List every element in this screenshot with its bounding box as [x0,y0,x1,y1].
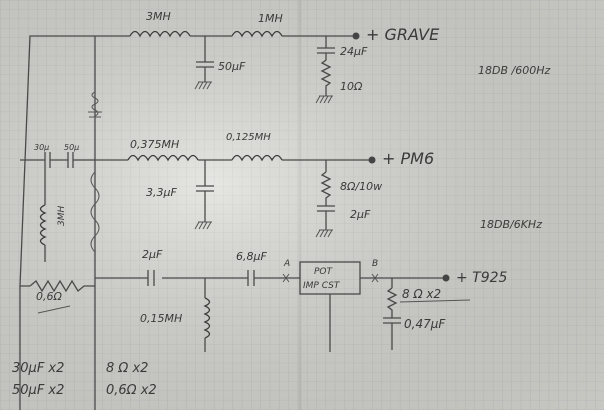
parts-list: 30µF x2 8 Ω x2 50µF x2 0,6Ω x2 [12,361,157,398]
parts-line2-right: 0,6Ω x2 [106,383,157,398]
t925-branch [147,261,471,352]
label-l-1mh-top: 1MH [258,12,283,25]
label-c-68uf: 6,8µF [236,250,267,263]
resistor-0-6-ohm [29,279,95,314]
label-l-3mh-left: 3MH [57,206,67,226]
label-r-10ohm: 10Ω [340,80,363,93]
grave-branch [129,30,360,104]
label-c-2uf-low: 2µF [142,248,163,261]
label-c-24uf: 24µF [340,45,368,58]
output-labels: + GRAVE + PM6 + T925 [366,25,508,286]
label-c-50uf-top: 50µF [218,60,246,73]
parts-line1-right: 8 Ω x2 [106,361,148,376]
label-pot-1: POT [314,267,334,277]
label-r-8ohm-x2: 8 Ω x2 [402,287,441,301]
left-shunt-elements [39,91,102,262]
filter-notes: 18DB /600Hz 18DB/6KHz [478,64,550,231]
label-node-b: B [372,259,378,269]
note-grave-slope: 18DB /600Hz [478,64,550,77]
label-r-06ohm: 0,6Ω [36,290,62,303]
parts-line2-left: 50µF x2 [12,383,64,398]
label-c-50uf-left: 50µ [64,143,79,152]
pm6-branch [44,152,376,253]
label-l-3mh-top: 3MH [146,10,171,23]
label-r-8ohm-10w: 8Ω/10w [340,180,382,193]
label-c-30uf: 30µ [34,143,49,152]
grave-output-terminal [352,32,360,40]
parts-line1-left: 30µF x2 [12,361,64,376]
label-node-a: A [283,259,290,269]
note-pm6-slope: 18DB/6KHz [480,218,542,231]
label-pot-2: IMP CST [303,281,341,291]
label-l-0125mh: 0,125MH [226,132,271,143]
label-c-33uf: 3,3µF [146,186,177,199]
label-l-015mh: 0,15MH [140,312,182,325]
label-c-047uf: 0,47µF [404,317,446,331]
t925-output-terminal [442,274,450,282]
label-c-2uf-mid: 2µF [350,208,371,221]
component-labels: 3MH 1MH 50µF 24µF 10Ω 30µ 50µ 0,375MH 0,… [34,10,446,331]
output-label-pm6: + PM6 [382,149,434,168]
label-l-0375mh: 0,375MH [130,138,179,151]
pm6-output-terminal [368,156,376,164]
output-label-t925: + T925 [456,270,508,286]
output-label-grave: + GRAVE [366,25,440,44]
